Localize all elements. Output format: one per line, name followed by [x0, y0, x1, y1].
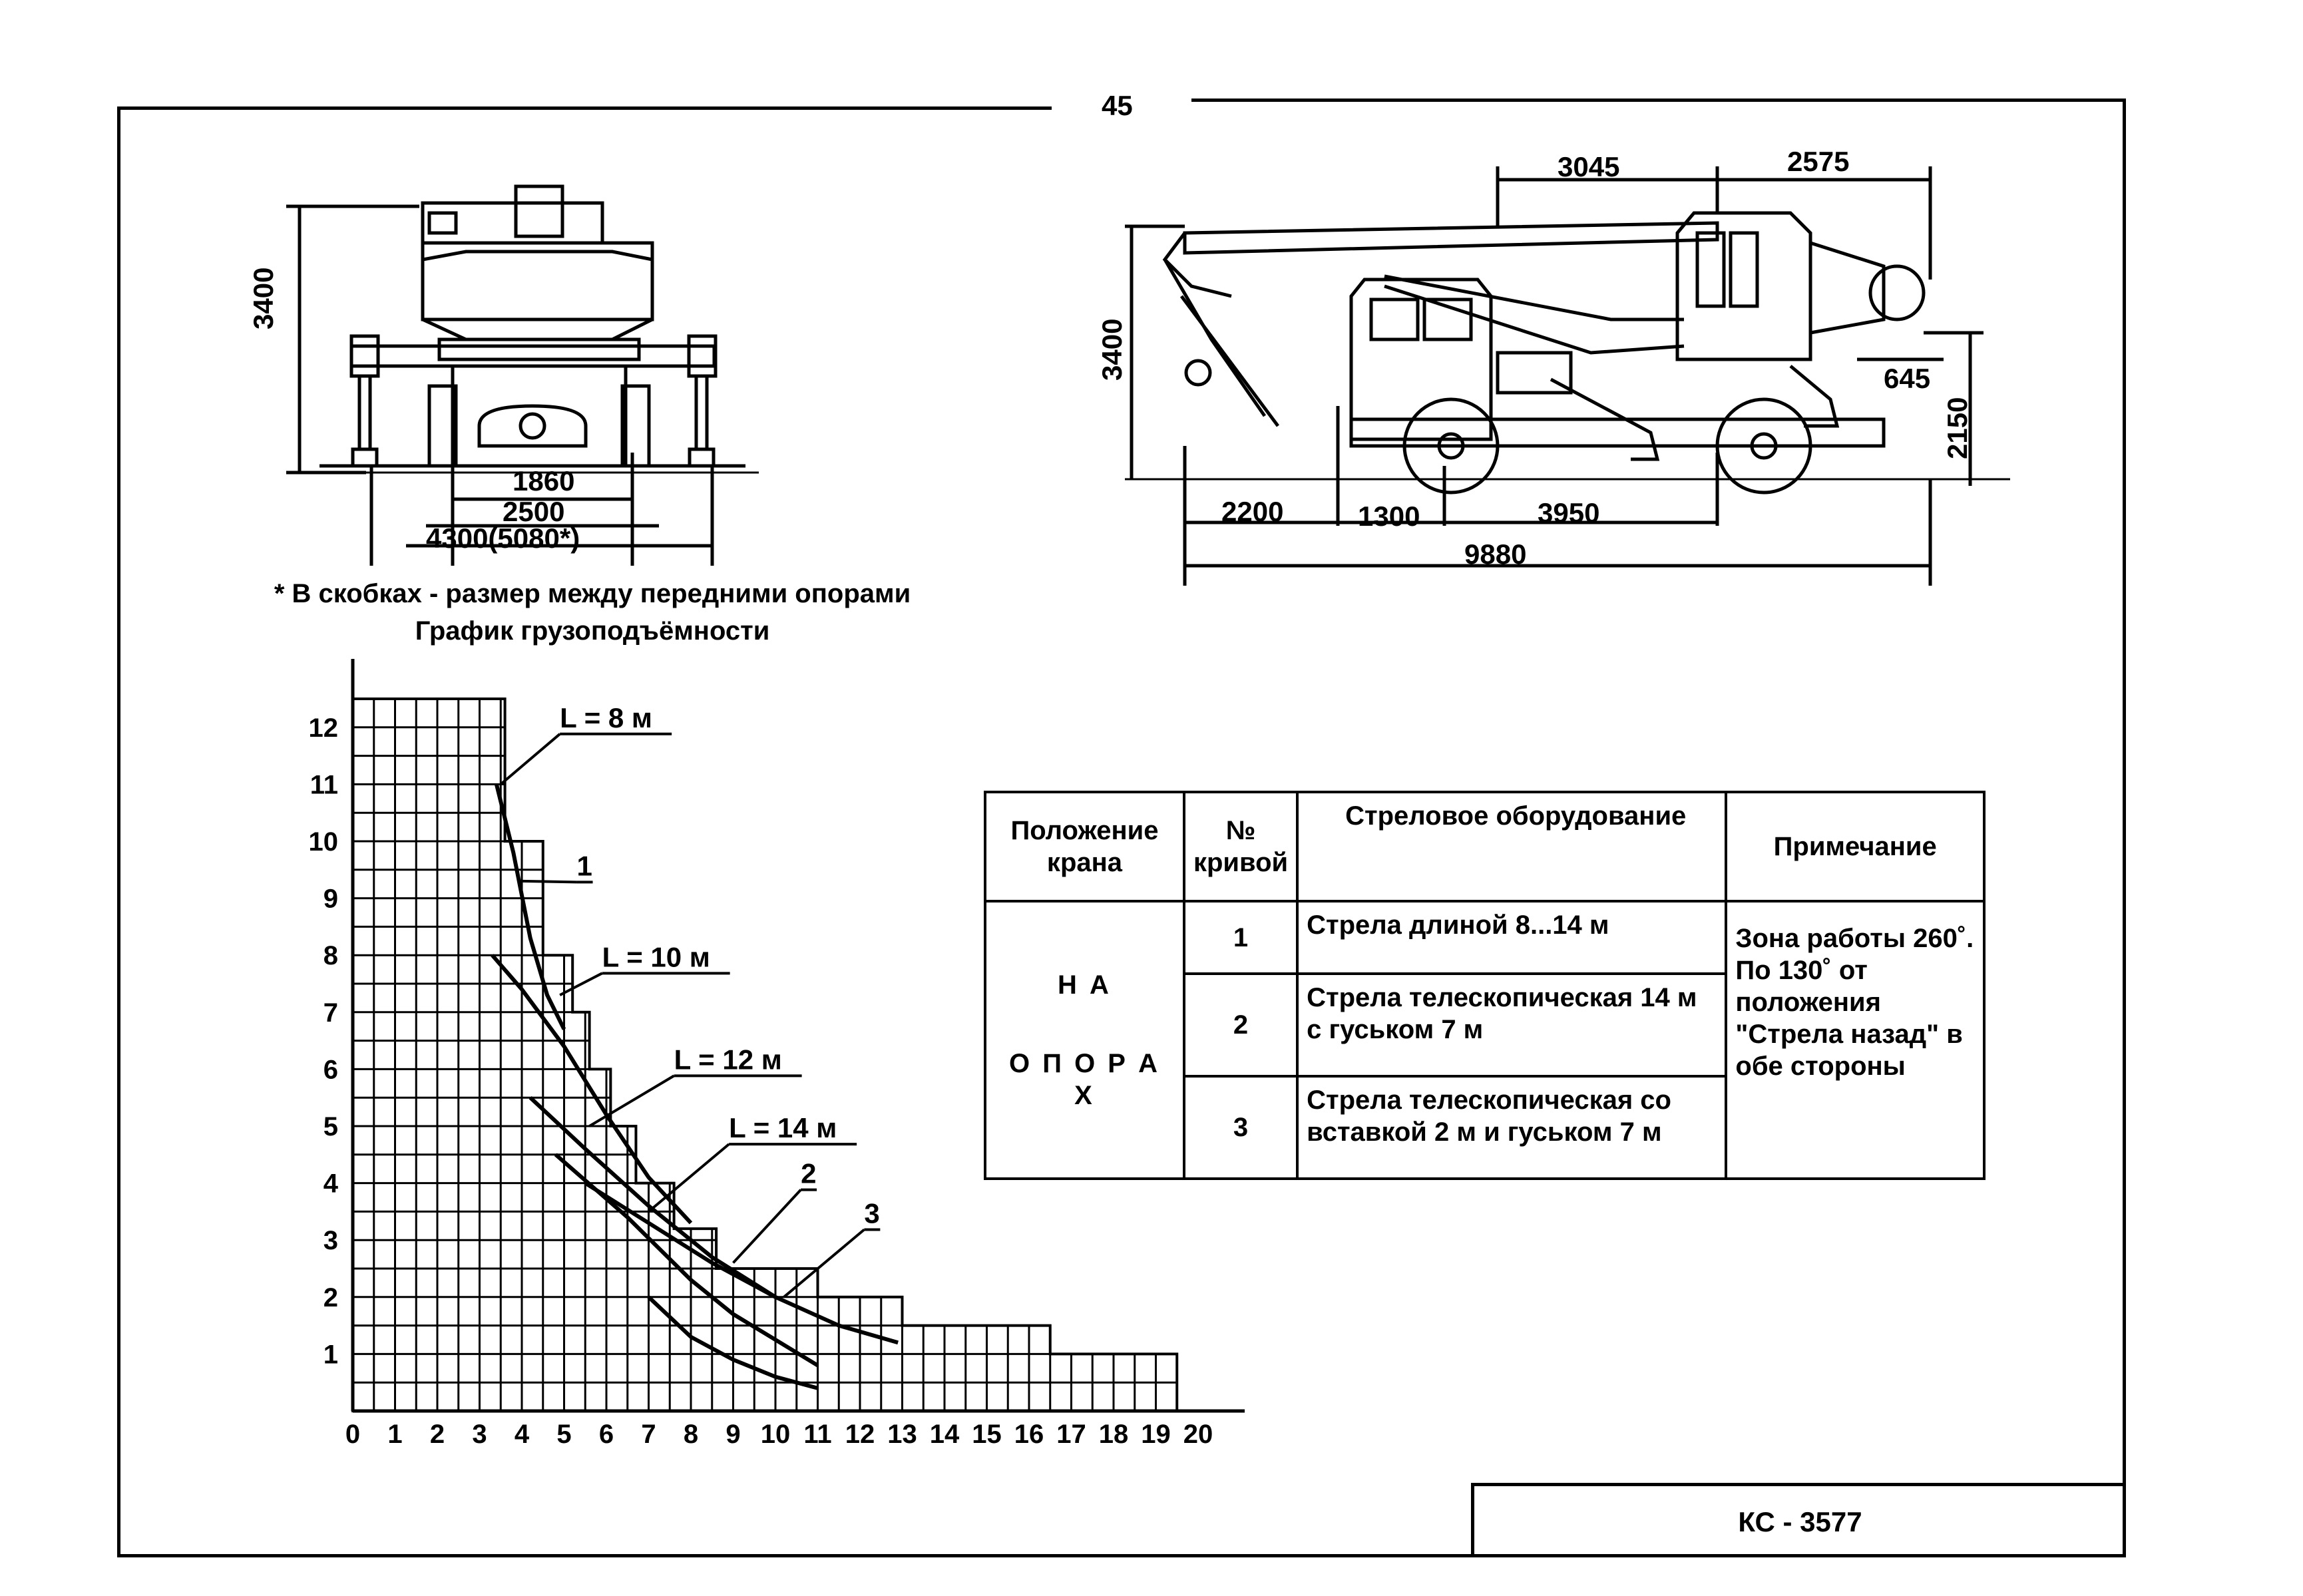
curve-label: L = 12 м [674, 1044, 782, 1075]
curve-number: 2 [1182, 972, 1299, 1078]
x-tick-label: 19 [1141, 1420, 1171, 1449]
curve-line [528, 1096, 777, 1299]
x-tick-label: 18 [1099, 1420, 1129, 1449]
position-line-2: О П О Р А Х [1008, 1048, 1160, 1110]
position-cell: Н А О П О Р А Х [984, 900, 1185, 1180]
x-tick-label: 10 [761, 1420, 791, 1449]
curve-label-leader [559, 972, 603, 996]
frame-top-left [117, 106, 1052, 110]
side-total-length: 9880 [1464, 538, 1527, 570]
stamp-model: КС - 3577 [1738, 1505, 1862, 1537]
header-position: Положение крана [984, 791, 1185, 902]
front-height-dim: 3400 [248, 267, 279, 329]
frame-top-right [1191, 99, 2126, 102]
equipment-cell: Стрела телескопическая 14 м с гуськом 7 … [1296, 972, 1728, 1078]
curve-label: L = 8 м [560, 702, 652, 733]
table-row: Н А О П О Р А Х 1 Стрела длиной 8...14 м… [984, 900, 1986, 1180]
chart-title: График грузоподъёмности [415, 616, 770, 646]
curve-line [491, 954, 693, 1225]
y-tick-label: 3 [323, 1226, 338, 1255]
curve-label: 3 [864, 1198, 879, 1229]
curve-line [647, 1295, 819, 1390]
table-row: 2 Стрела телескопическая 14 м с гуськом … [985, 972, 1984, 1078]
position-line-1: Н А [1058, 970, 1112, 1000]
curve-line [584, 1181, 899, 1345]
side-height-dim: 3400 [1096, 318, 1128, 381]
y-tick-label: 8 [323, 941, 338, 970]
curve-label-leader [783, 1228, 865, 1298]
curve-number: 1 [1182, 900, 1299, 975]
side-right-dim-1: 645 [1884, 363, 1931, 394]
x-tick-label: 16 [1014, 1420, 1044, 1449]
y-tick-label: 11 [310, 770, 338, 799]
curve-label-leader [588, 1074, 675, 1127]
x-tick-label: 3 [472, 1420, 487, 1449]
y-tick-label: 12 [309, 713, 339, 743]
x-tick-label: 7 [641, 1420, 656, 1449]
side-bottom-dim-1: 2200 [1221, 496, 1284, 527]
curve-label: 2 [801, 1158, 816, 1189]
side-top-dim-1: 3045 [1558, 151, 1620, 182]
front-width-dim-3: 4300(5080*) [426, 522, 580, 554]
side-right-dim-2: 2150 [1942, 397, 1973, 459]
x-tick-label: 0 [345, 1420, 360, 1449]
y-tick-label: 5 [323, 1112, 338, 1141]
footnote: * В скобках - размер между передними опо… [274, 579, 911, 608]
side-bottom-dim-3: 3950 [1538, 497, 1600, 528]
spec-table: Положение крана № кривой Стреловое обору… [984, 791, 1986, 1180]
side-bottom-dim-2: 1300 [1358, 500, 1420, 532]
y-tick-label: 4 [323, 1169, 339, 1199]
table-header-row: Положение крана № кривой Стреловое обору… [984, 791, 1986, 902]
side-view-drawing [1125, 166, 2010, 586]
curve-label: L = 14 м [729, 1112, 837, 1143]
table-row: 3 Стрела телескопическая со вставкой 2 м… [985, 1075, 1984, 1180]
side-top-dim-2: 2575 [1787, 146, 1850, 177]
x-tick-label: 9 [726, 1420, 740, 1449]
header-curve-no: № кривой [1182, 791, 1299, 902]
x-tick-label: 14 [930, 1420, 960, 1449]
x-tick-label: 2 [430, 1420, 445, 1449]
front-width-dim-1: 1860 [513, 465, 575, 497]
x-tick-label: 17 [1056, 1420, 1086, 1449]
curve-number: 3 [1182, 1075, 1299, 1180]
y-tick-label: 1 [323, 1340, 338, 1369]
page-number: 45 [1102, 90, 1133, 121]
equipment-cell: Стрела длиной 8...14 м [1296, 900, 1728, 975]
x-tick-label: 13 [887, 1420, 917, 1449]
x-tick-label: 15 [972, 1420, 1002, 1449]
curve-label-leader [648, 1143, 730, 1213]
y-tick-label: 6 [323, 1055, 338, 1084]
curve-line [494, 783, 566, 1030]
equipment-cell: Стрела телескопическая со вставкой 2 м и… [1296, 1075, 1728, 1180]
y-tick-label: 2 [323, 1283, 338, 1312]
frame-left [117, 106, 120, 1557]
front-width-dim-2: 2500 [503, 496, 565, 527]
note-cell: Зона работы 260˚. По 130˚ от положения "… [1725, 900, 1986, 1180]
curve-label-leader [521, 879, 577, 884]
y-tick-label: 9 [323, 885, 338, 914]
envelope-outline [351, 698, 1179, 1412]
frame-bottom [117, 1554, 2126, 1557]
front-view-drawing [286, 184, 759, 566]
header-equipment: Стреловое оборудование [1296, 791, 1728, 902]
curve-label: L = 10 м [602, 941, 710, 972]
curve-line [554, 1153, 819, 1368]
x-tick-label: 11 [803, 1420, 831, 1449]
x-tick-label: 8 [684, 1420, 698, 1449]
frame-right [2123, 99, 2126, 1557]
curve-label: 1 [577, 850, 592, 881]
stamp-block: КС - 3577 [1471, 1483, 2126, 1557]
x-tick-label: 20 [1183, 1420, 1213, 1449]
y-tick-label: 7 [323, 998, 338, 1028]
curve-label-leader [499, 733, 561, 785]
header-note: Примечание [1725, 791, 1986, 902]
x-tick-label: 12 [845, 1420, 875, 1449]
x-tick-label: 1 [387, 1420, 402, 1449]
x-tick-label: 5 [556, 1420, 571, 1449]
y-tick-label: 10 [309, 827, 339, 857]
x-tick-label: 6 [599, 1420, 614, 1449]
curve-label-leader [732, 1189, 802, 1264]
x-tick-label: 4 [515, 1420, 530, 1449]
